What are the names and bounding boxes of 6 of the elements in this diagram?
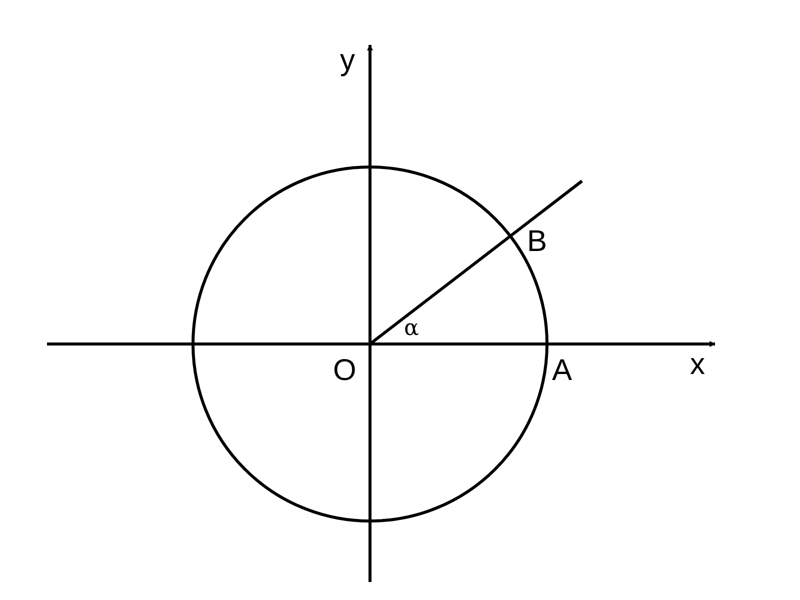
axis-label: y: [340, 46, 355, 76]
point-label: B: [527, 227, 548, 257]
angle-label: α: [404, 318, 419, 340]
axis-label: x: [690, 350, 705, 380]
point-label: A: [552, 356, 572, 386]
origin-label: O: [333, 356, 356, 386]
